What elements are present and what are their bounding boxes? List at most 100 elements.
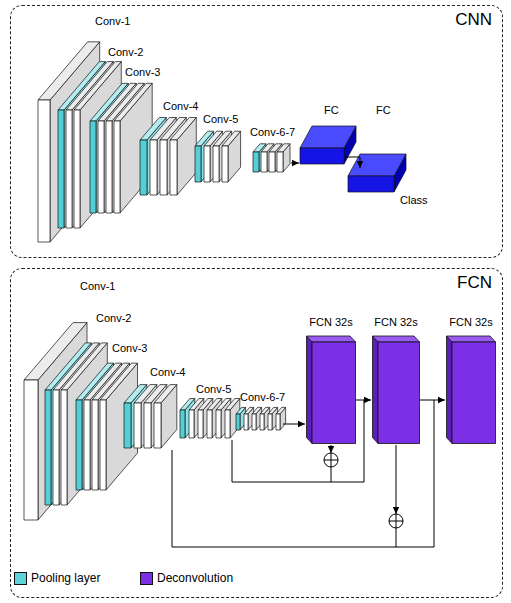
skip-line xyxy=(396,528,397,547)
deconv-face xyxy=(307,336,356,342)
conv-layer xyxy=(170,140,177,195)
conv-layer xyxy=(225,399,240,411)
sum-node xyxy=(389,514,403,528)
conv-layer xyxy=(222,146,228,182)
flow-arrow xyxy=(420,400,445,401)
legend-text: Deconvolution xyxy=(157,571,233,585)
legend-swatch xyxy=(140,572,153,585)
flow-arrow xyxy=(356,400,371,401)
block-heading: FCN 32s xyxy=(306,316,356,330)
pooling-layer xyxy=(58,110,64,228)
layer-label: Conv-4 xyxy=(150,366,185,379)
conv-layer xyxy=(277,144,290,152)
pooling-layer xyxy=(195,146,201,182)
conv-layer xyxy=(170,118,196,141)
legend-swatch xyxy=(14,572,27,585)
panel-title: CNN xyxy=(455,10,492,30)
conv-layer xyxy=(277,152,283,172)
layer-label: Conv-5 xyxy=(196,383,231,396)
deconv-face xyxy=(447,336,453,444)
conv-layer xyxy=(189,410,194,438)
conv-layer xyxy=(276,414,280,430)
conv-layer xyxy=(268,407,278,414)
conv-layer xyxy=(268,414,272,430)
pooling-layer xyxy=(180,410,185,438)
conv-layer xyxy=(74,110,80,228)
deconv-face xyxy=(447,336,496,342)
deconv-shape xyxy=(372,332,420,444)
fc-layer xyxy=(300,148,344,164)
conv-layer xyxy=(160,140,167,195)
block-heading: FCN 32s xyxy=(372,316,420,330)
layer-label: FC xyxy=(376,104,391,117)
layer-label: Class xyxy=(400,194,428,207)
panel-title: FCN xyxy=(457,273,492,293)
conv-layer xyxy=(106,121,112,213)
flow-arrow xyxy=(291,163,299,164)
conv-layer xyxy=(114,83,152,121)
conv-layer xyxy=(66,110,72,228)
conv-layer xyxy=(53,390,59,505)
fc-layer xyxy=(300,126,356,148)
flow-arrow xyxy=(283,424,305,425)
deconv-face xyxy=(307,336,313,444)
fc-layer xyxy=(348,176,394,192)
pooling-layer xyxy=(90,121,96,213)
conv-layer xyxy=(261,152,267,172)
layer-label: Conv-3 xyxy=(125,66,160,79)
deconv-face xyxy=(452,342,496,444)
conv-layer xyxy=(144,403,151,448)
layer-label: Conv-6-7 xyxy=(240,391,285,404)
pooling-layer xyxy=(140,140,147,195)
conv-layer xyxy=(154,403,161,448)
conv-layer xyxy=(260,414,264,430)
conv-layer xyxy=(61,390,67,505)
flow-arrow xyxy=(345,157,360,168)
conv-layer xyxy=(260,407,270,414)
conv-layer xyxy=(114,121,120,213)
deconvolution-block: FCN 32s xyxy=(306,316,356,444)
layer-label: Conv-4 xyxy=(163,100,198,113)
conv-layer xyxy=(252,407,262,414)
conv-layer xyxy=(38,100,50,242)
deconvolution-block: FCN 32s xyxy=(372,316,420,444)
conv-layer xyxy=(67,343,107,505)
deconv-shape xyxy=(306,332,356,444)
layer-label: Conv-2 xyxy=(108,46,143,59)
pooling-layer xyxy=(124,403,131,448)
pooling-layer xyxy=(236,414,240,430)
layer-label: FC xyxy=(324,104,339,117)
deconvolution-block: FCN 32s xyxy=(446,316,496,444)
layer-label: Conv-2 xyxy=(96,312,131,325)
deconv-face xyxy=(373,336,379,444)
block-heading: FCN 32s xyxy=(446,316,496,330)
conv-layer xyxy=(244,407,254,414)
deconv-face xyxy=(312,342,356,444)
skip-line xyxy=(331,467,332,482)
conv-layer xyxy=(213,146,219,182)
deconv-shape xyxy=(446,332,496,444)
layer-label: Conv-3 xyxy=(112,342,147,355)
conv-layer xyxy=(198,410,203,438)
pooling-layer xyxy=(76,400,82,490)
conv-layer xyxy=(80,62,121,228)
conv-layer xyxy=(216,410,221,438)
layer-label: Conv-6-7 xyxy=(250,126,295,139)
legend-text: Pooling layer xyxy=(31,571,100,585)
dashed-panel: FCN FCN 32s FCN 32s FCN 32s xyxy=(10,268,503,598)
conv-layer xyxy=(134,403,141,448)
sum-node xyxy=(324,453,338,467)
pooling-layer xyxy=(45,390,51,505)
conv-layer xyxy=(276,407,286,414)
sum-symbol xyxy=(324,453,338,467)
conv-layer xyxy=(252,414,256,430)
flow-arrow xyxy=(396,445,397,514)
conv-layer xyxy=(98,121,104,213)
layer-label: Conv-5 xyxy=(203,113,238,126)
conv-layer xyxy=(154,385,177,403)
conv-layer xyxy=(269,152,275,172)
conv-layer xyxy=(24,380,38,520)
conv-layer xyxy=(92,400,98,490)
conv-layer xyxy=(84,400,90,490)
